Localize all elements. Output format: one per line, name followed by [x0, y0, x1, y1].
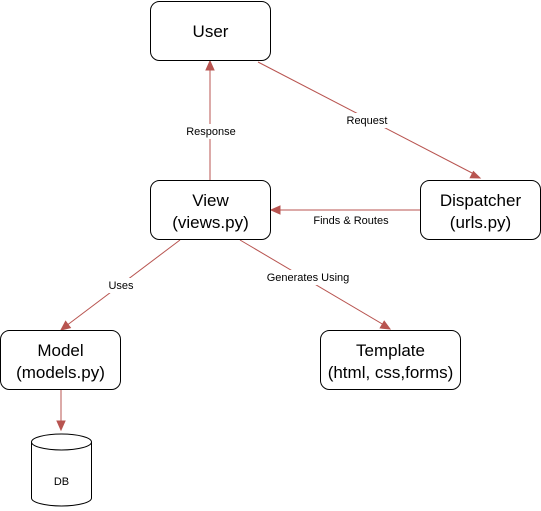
edge-uses: Uses — [60, 239, 181, 331]
node-dispatcher: Dispatcher (urls.py) — [420, 180, 541, 240]
edge-response-arrowhead — [205, 59, 215, 71]
node-dispatcher-title: Dispatcher — [440, 191, 522, 210]
edge-label-generates-using: Generates Using — [267, 272, 350, 284]
node-template: Template (html, css,forms) — [320, 330, 461, 390]
edge-label-response: Response — [186, 126, 236, 138]
node-model-subtitle: (models.py) — [16, 363, 105, 382]
edge-model-db-arrowhead — [56, 420, 66, 432]
node-model-title: Model — [37, 341, 83, 360]
node-user: User — [150, 1, 271, 61]
edge-label-uses: Uses — [108, 280, 134, 292]
edge-model-db — [56, 390, 66, 432]
node-view: View (views.py) — [150, 180, 271, 240]
node-db-label: DB — [54, 476, 69, 488]
node-template-title: Template — [356, 341, 425, 360]
node-model: Model (models.py) — [0, 330, 121, 390]
node-view-subtitle: (views.py) — [172, 213, 249, 232]
edge-finds-routes: Finds & Routes — [269, 205, 420, 228]
node-db-cylinder: DB — [31, 433, 92, 507]
edge-uses-arrowhead — [60, 320, 72, 331]
edge-label-request: Request — [347, 115, 388, 127]
edge-request: Request — [257, 61, 482, 179]
edge-generates-using: Generates Using — [239, 239, 392, 330]
node-user-title: User — [193, 22, 229, 41]
edge-generates-using-arrowhead — [379, 320, 392, 330]
edge-response: Response — [180, 59, 242, 180]
node-view-title: View — [192, 191, 229, 210]
node-template-subtitle: (html, css,forms) — [328, 363, 454, 382]
node-dispatcher-subtitle: (urls.py) — [450, 213, 511, 232]
edge-finds-routes-arrowhead — [269, 205, 281, 215]
edge-label-finds-routes: Finds & Routes — [313, 215, 389, 227]
edge-request-arrowhead — [469, 170, 482, 179]
